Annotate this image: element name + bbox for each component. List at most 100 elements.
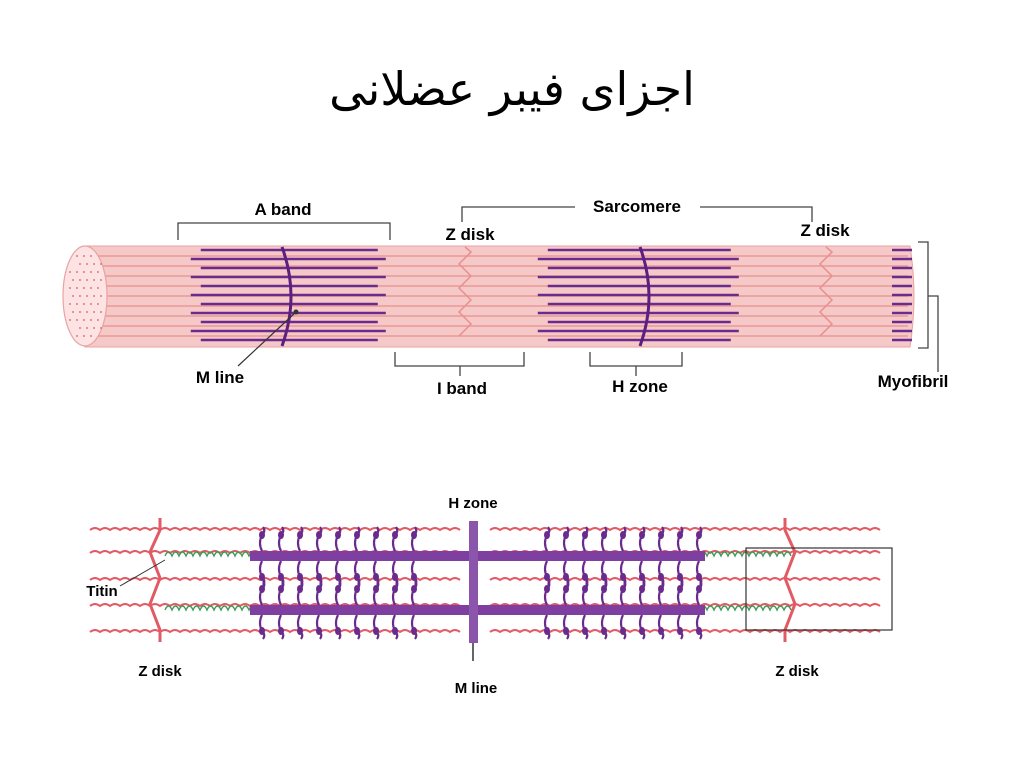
- z-disk-zigzag: [457, 246, 473, 337]
- sarcomere-label: Sarcomere: [593, 197, 681, 216]
- myosin-head: [581, 614, 589, 640]
- myosin-head-tip: [354, 585, 360, 593]
- i-band-label: I band: [437, 379, 487, 398]
- cap-dot: [97, 271, 99, 273]
- myosin-head-tip: [278, 627, 284, 635]
- myosin-head: [619, 526, 627, 552]
- myosin-head-tip: [582, 573, 588, 581]
- cap-dot: [90, 319, 92, 321]
- i-band-bracket: [394, 352, 525, 376]
- cap-dot: [79, 311, 81, 313]
- myosin-head-tip: [696, 627, 702, 635]
- myosin-head-tip: [278, 585, 284, 593]
- cap-dot: [100, 295, 102, 297]
- myosin-head-tip: [620, 573, 626, 581]
- myosin-head-tip: [677, 627, 683, 635]
- myosin-head: [619, 614, 627, 640]
- myosin-head-tip: [639, 573, 645, 581]
- myofibril-label: Myofibril: [878, 372, 949, 391]
- myosin-head-tip: [373, 531, 379, 539]
- myosin-head-tip: [278, 573, 284, 581]
- myosin-head: [657, 614, 665, 640]
- cap-dot: [90, 335, 92, 337]
- z-disk-left-structure: [148, 518, 162, 642]
- myosin-head-tip: [563, 531, 569, 539]
- myosin-head: [410, 614, 418, 640]
- myosin-head: [334, 614, 342, 640]
- myosin-head-tip: [658, 627, 664, 635]
- cap-dot: [83, 255, 85, 257]
- myosin-head: [581, 580, 589, 606]
- cap-dot: [97, 303, 99, 305]
- cap-dot: [90, 287, 92, 289]
- cap-dot: [100, 311, 102, 313]
- myosin-head-tip: [411, 573, 417, 581]
- myosin-head-tip: [354, 531, 360, 539]
- cap-dot: [93, 263, 95, 265]
- actin-strand: [489, 603, 881, 608]
- myosin-head-tip: [563, 627, 569, 635]
- titin-pointer: [119, 559, 166, 587]
- cap-dot: [69, 271, 71, 273]
- zoom-box: [745, 547, 893, 631]
- myosin-head-tip: [601, 627, 607, 635]
- myosin-head: [277, 580, 285, 606]
- myosin-head-tip: [297, 573, 303, 581]
- myosin-head: [543, 526, 551, 552]
- cap-dot: [83, 319, 85, 321]
- myosin-head-tip: [392, 585, 398, 593]
- cap-dot: [86, 295, 88, 297]
- myosin-head-tip: [639, 585, 645, 593]
- myosin-head-tip: [582, 585, 588, 593]
- m-line-pointer: [237, 311, 297, 367]
- myosin-head: [334, 580, 342, 606]
- myosin-head-tip: [582, 531, 588, 539]
- myosin-head: [372, 526, 380, 552]
- cap-dot: [79, 263, 81, 265]
- myosin-head-tip: [259, 531, 265, 539]
- cap-dot: [83, 287, 85, 289]
- myosin-head: [676, 580, 684, 606]
- titin-label: Titin: [86, 583, 117, 600]
- myosin-head: [372, 580, 380, 606]
- myosin-head-tip: [620, 585, 626, 593]
- cap-dot: [97, 287, 99, 289]
- actin-strand: [489, 577, 881, 582]
- myosin-head: [543, 580, 551, 606]
- cap-dot: [76, 319, 78, 321]
- myosin-head: [600, 526, 608, 552]
- myosin-head: [676, 614, 684, 640]
- myosin-head-tip: [354, 627, 360, 635]
- actin-filaments: [89, 527, 881, 634]
- myosin-head-tip: [620, 627, 626, 635]
- cap-dot: [72, 279, 74, 281]
- myosin-head-tip: [639, 627, 645, 635]
- actin-strand: [89, 629, 461, 634]
- cap-dot: [79, 327, 81, 329]
- myosin-head-tip: [373, 627, 379, 635]
- myosin-head: [562, 614, 570, 640]
- myosin-head-tip: [677, 573, 683, 581]
- cap-dot: [90, 271, 92, 273]
- myosin-head-tip: [316, 627, 322, 635]
- z-disk-label-bottom-left: Z disk: [138, 663, 182, 680]
- z-disk-lines: [457, 246, 834, 337]
- cap-dot: [86, 311, 88, 313]
- myofibril-cylinder: [62, 245, 915, 348]
- cap-dot: [76, 271, 78, 273]
- cap-dot: [79, 295, 81, 297]
- actin-strand: [489, 527, 881, 532]
- myosin-head: [619, 580, 627, 606]
- myosin-head-tip: [411, 531, 417, 539]
- myosin-head-tip: [696, 573, 702, 581]
- cap-dot: [86, 279, 88, 281]
- thick-filaments: [190, 248, 912, 342]
- myosin-head-tip: [373, 585, 379, 593]
- myosin-head-tip: [411, 627, 417, 635]
- z-disk-zigzag: [818, 246, 834, 337]
- myosin-head: [695, 614, 703, 640]
- myosin-head-tip: [259, 573, 265, 581]
- titin-spring: [164, 551, 257, 558]
- myosin-head: [258, 614, 266, 640]
